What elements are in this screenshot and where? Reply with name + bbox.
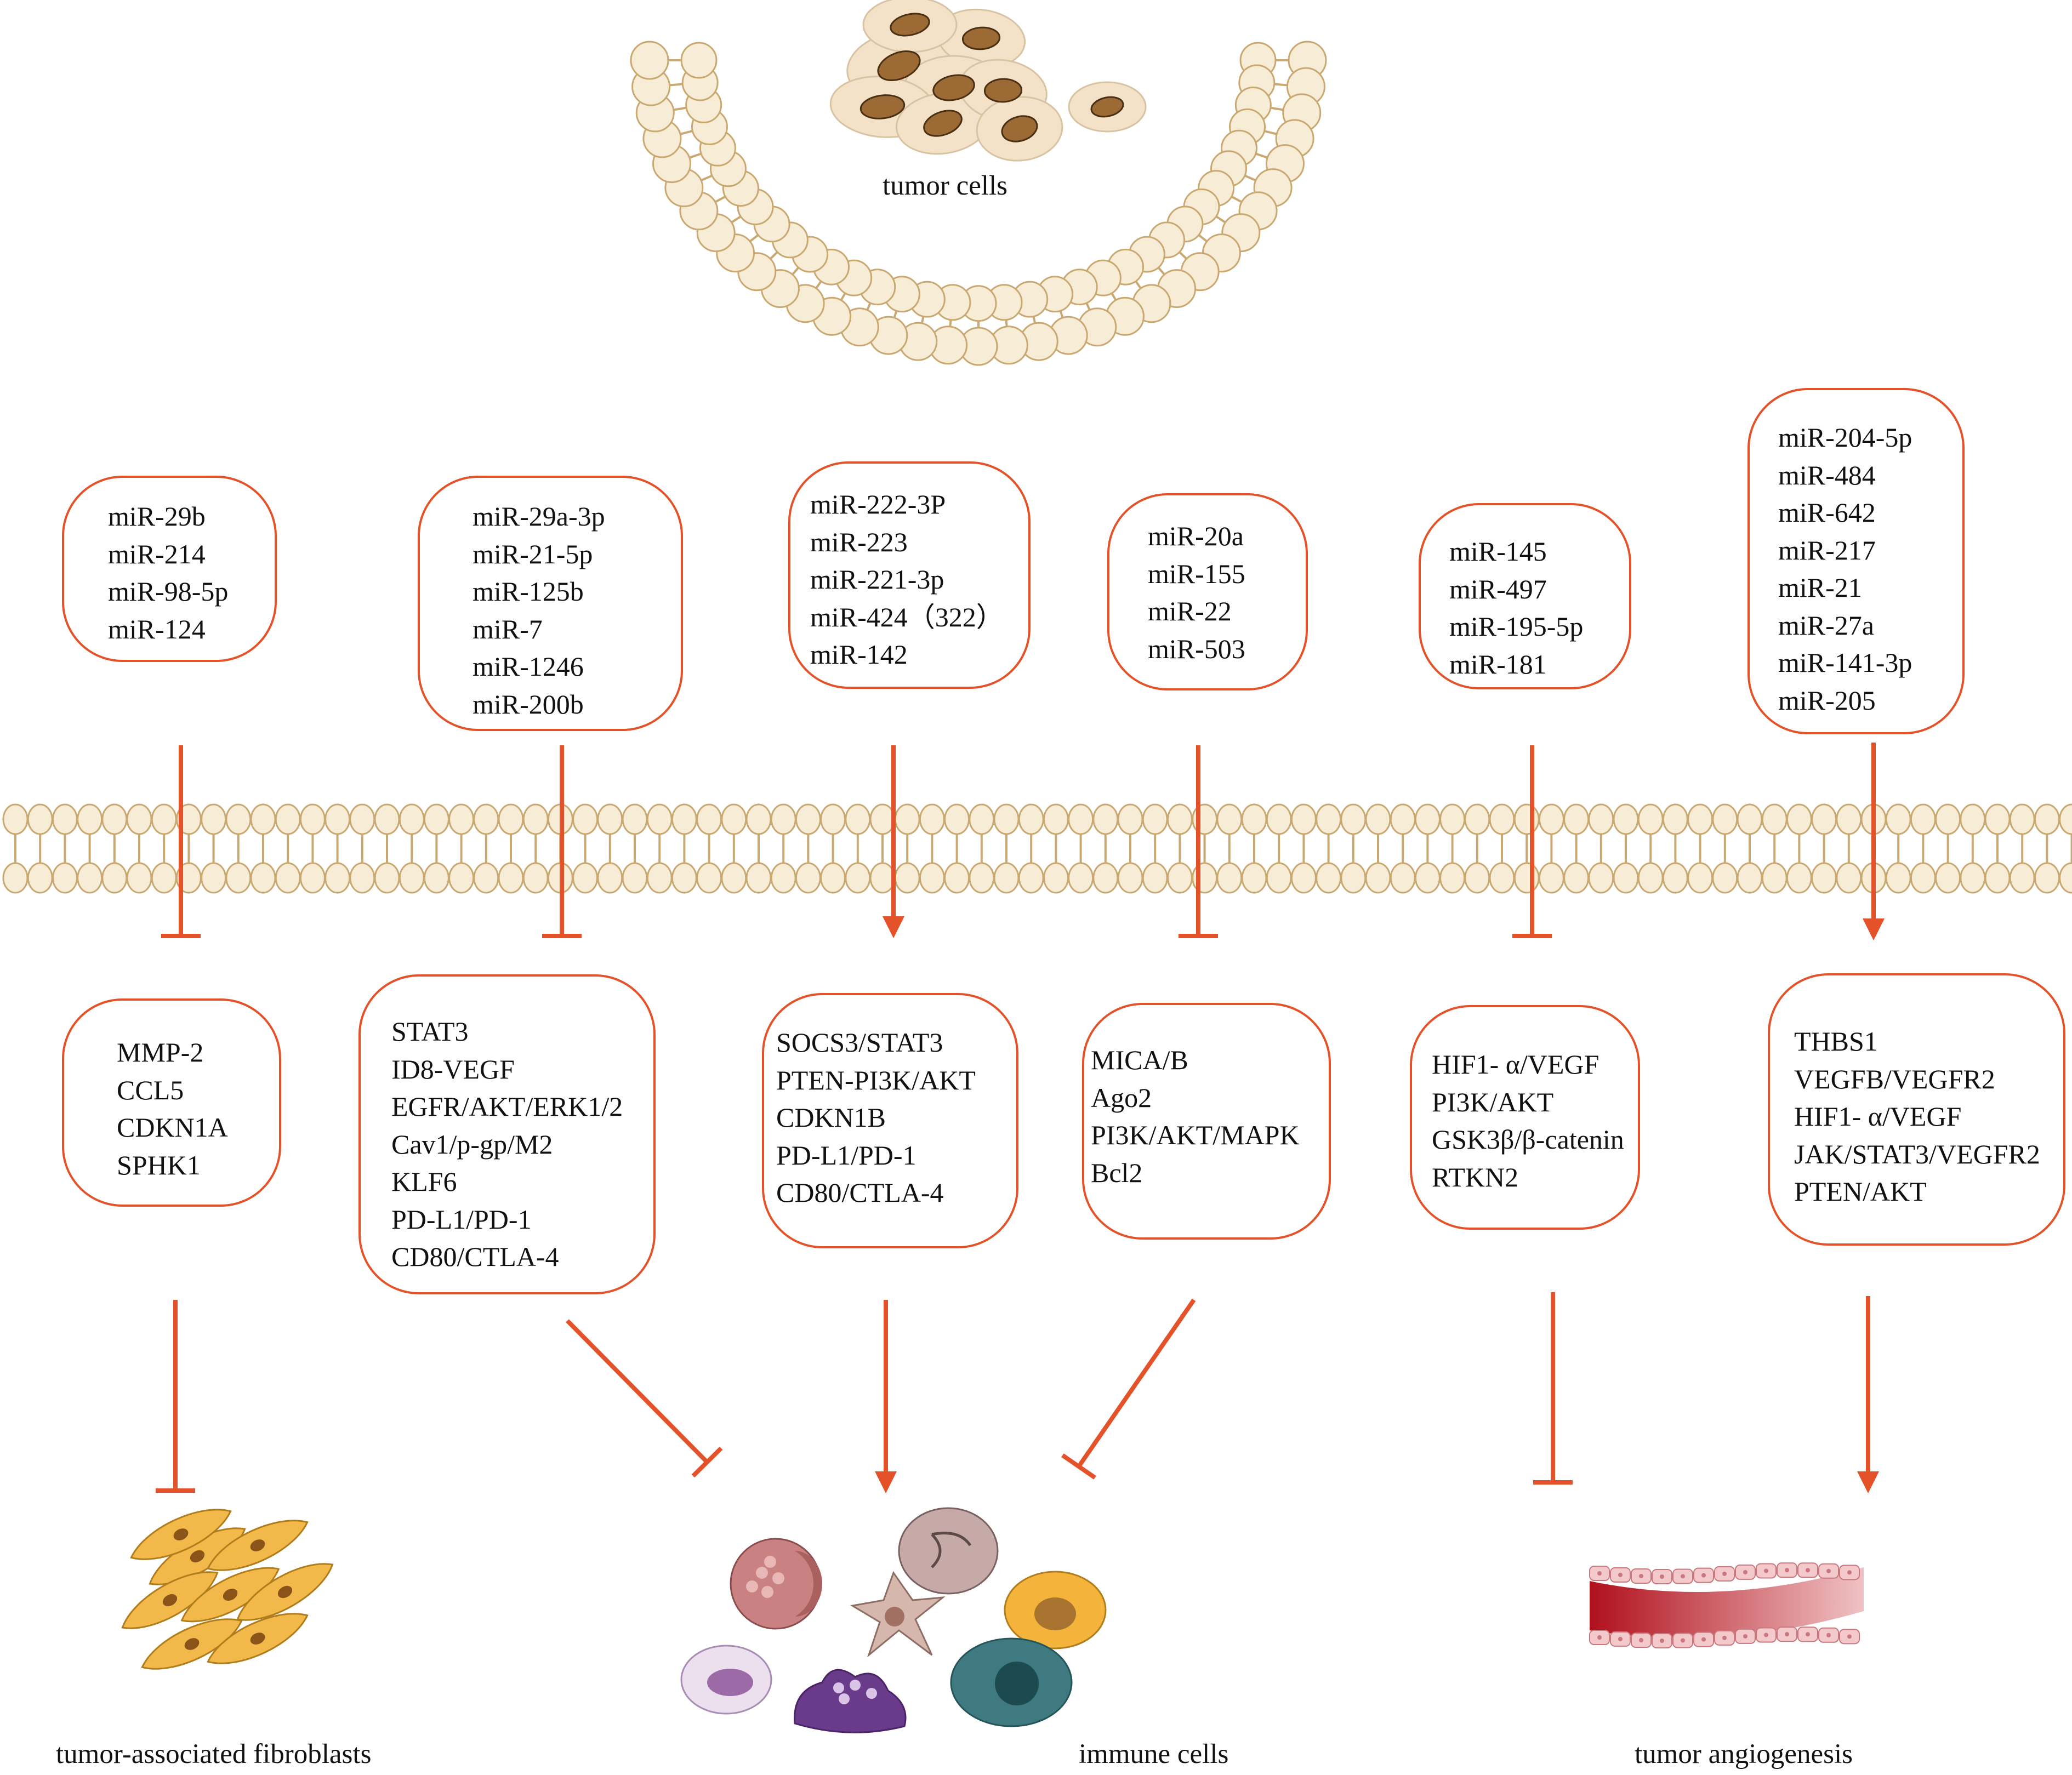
list-item: miR-497 xyxy=(1449,573,1547,604)
regulation-arrows xyxy=(156,743,1885,1493)
list-item: miR-503 xyxy=(1148,633,1245,664)
target-list: STAT3 ID8-VEGF EGFR/AKT/ERK1/2 Cav1/p-gp… xyxy=(391,1013,653,1276)
list-item: HIF1- α/VEGF xyxy=(1794,1101,1962,1132)
list-item: miR-142 xyxy=(810,639,908,670)
list-item: miR-98-5p xyxy=(108,576,229,607)
list-item: miR-222-3P xyxy=(810,489,946,520)
list-item: CD80/CTLA-4 xyxy=(391,1241,559,1272)
list-item: miR-29b xyxy=(108,501,206,532)
target-box-immune-3: MICA/B Ago2 PI3K/AKT/MAPK Bcl2 xyxy=(1082,1003,1331,1240)
list-item: PI3K/AKT/MAPK xyxy=(1091,1120,1300,1150)
list-item: miR-141-3p xyxy=(1778,647,1912,678)
target-list: SOCS3/STAT3 PTEN-PI3K/AKT CDKN1B PD-L1/P… xyxy=(776,1024,1016,1212)
list-item: MMP-2 xyxy=(117,1037,204,1068)
list-item: Cav1/p-gp/M2 xyxy=(391,1128,553,1160)
list-item: PTEN-PI3K/AKT xyxy=(776,1064,976,1095)
list-item: miR-424（322） xyxy=(810,601,1004,632)
immune-cells-label: immune cells xyxy=(1079,1739,1229,1770)
target-list: HIF1- α/VEGF PI3K/AKT GSK3β/β-catenin RT… xyxy=(1432,1046,1638,1196)
blood-vessel-icon xyxy=(1589,1562,1864,1648)
list-item: CCL5 xyxy=(117,1074,184,1105)
list-item: miR-125b xyxy=(473,576,584,607)
target-box-immune-2: SOCS3/STAT3 PTEN-PI3K/AKT CDKN1B PD-L1/P… xyxy=(762,993,1018,1248)
target-list: MMP-2 CCL5 CDKN1A SPHK1 xyxy=(117,1034,279,1184)
list-item: miR-1246 xyxy=(473,651,584,682)
list-item: miR-642 xyxy=(1778,497,1876,528)
mirna-list: miR-29a-3p miR-21-5p miR-125b miR-7 miR-… xyxy=(473,498,681,723)
list-item: PD-L1/PD-1 xyxy=(391,1203,532,1235)
target-list: MICA/B Ago2 PI3K/AKT/MAPK Bcl2 xyxy=(1091,1041,1329,1191)
list-item: CD80/CTLA-4 xyxy=(776,1177,944,1208)
list-item: PD-L1/PD-1 xyxy=(776,1139,917,1171)
list-item: miR-195-5p xyxy=(1449,611,1584,642)
list-item: miR-145 xyxy=(1449,536,1547,567)
list-item: miR-223 xyxy=(810,526,908,557)
tumor-cell-cluster xyxy=(829,0,1147,162)
lipid-bilayer-membrane xyxy=(2,803,2072,894)
list-item: RTKN2 xyxy=(1432,1161,1519,1192)
tumor-vesicle-membrane xyxy=(630,41,1327,366)
mirna-box-fibroblast: miR-29b miR-214 miR-98-5p miR-124 xyxy=(62,476,277,662)
list-item: miR-21 xyxy=(1778,572,1862,603)
list-item: miR-7 xyxy=(473,613,543,644)
list-item: miR-29a-3p xyxy=(473,501,605,532)
list-item: miR-221-3p xyxy=(810,564,944,595)
list-item: miR-205 xyxy=(1778,684,1876,716)
list-item: PTEN/AKT xyxy=(1794,1176,1927,1207)
list-item: miR-20a xyxy=(1148,521,1244,551)
list-item: KLF6 xyxy=(391,1166,457,1197)
list-item: miR-181 xyxy=(1449,648,1547,680)
list-item: SPHK1 xyxy=(117,1149,201,1180)
list-item: miR-217 xyxy=(1778,534,1876,566)
mirna-box-immune-2: miR-222-3P miR-223 miR-221-3p miR-424（32… xyxy=(788,461,1031,689)
list-item: miR-214 xyxy=(108,538,206,569)
target-box-fibroblast: MMP-2 CCL5 CDKN1A SPHK1 xyxy=(62,998,281,1207)
mirna-box-immune-1: miR-29a-3p miR-21-5p miR-125b miR-7 miR-… xyxy=(418,476,683,731)
list-item: miR-484 xyxy=(1778,459,1876,490)
list-item: miR-124 xyxy=(108,613,206,644)
mirna-list: miR-222-3P miR-223 miR-221-3p miR-424（32… xyxy=(810,486,1028,674)
target-list: THBS1 VEGFB/VEGFR2 HIF1- α/VEGF JAK/STAT… xyxy=(1794,1023,2063,1211)
mirna-box-angiogenesis-1: miR-145 miR-497 miR-195-5p miR-181 xyxy=(1419,503,1631,689)
angiogenesis-label: tumor angiogenesis xyxy=(1635,1739,1853,1770)
mirna-box-angiogenesis-2: miR-204-5p miR-484 miR-642 miR-217 miR-2… xyxy=(1747,388,1965,734)
target-box-angiogenesis-2: THBS1 VEGFB/VEGFR2 HIF1- α/VEGF JAK/STAT… xyxy=(1768,973,2065,1246)
list-item: PI3K/AKT xyxy=(1432,1086,1554,1117)
immune-cells-icon xyxy=(680,1507,1107,1733)
list-item: Bcl2 xyxy=(1091,1157,1143,1188)
list-item: miR-27a xyxy=(1778,609,1874,641)
list-item: HIF1- α/VEGF xyxy=(1432,1049,1599,1080)
list-item: MICA/B xyxy=(1091,1045,1188,1075)
mirna-list: miR-204-5p miR-484 miR-642 miR-217 miR-2… xyxy=(1778,419,1962,719)
mirna-list: miR-20a miR-155 miR-22 miR-503 xyxy=(1148,517,1306,667)
target-box-angiogenesis-1: HIF1- α/VEGF PI3K/AKT GSK3β/β-catenin RT… xyxy=(1410,1005,1640,1230)
list-item: CDKN1A xyxy=(117,1112,228,1143)
list-item: ID8-VEGF xyxy=(391,1053,515,1085)
list-item: THBS1 xyxy=(1794,1026,1878,1057)
list-item: EGFR/AKT/ERK1/2 xyxy=(391,1091,623,1122)
list-item: STAT3 xyxy=(391,1016,469,1047)
target-box-immune-1: STAT3 ID8-VEGF EGFR/AKT/ERK1/2 Cav1/p-gp… xyxy=(358,974,656,1294)
mirna-list: miR-145 miR-497 miR-195-5p miR-181 xyxy=(1449,533,1629,683)
list-item: VEGFB/VEGFR2 xyxy=(1794,1063,1995,1094)
list-item: miR-204-5p xyxy=(1778,422,1912,453)
list-item: miR-200b xyxy=(473,688,584,720)
list-item: GSK3β/β-catenin xyxy=(1432,1124,1624,1155)
mirna-list: miR-29b miR-214 miR-98-5p miR-124 xyxy=(108,498,275,648)
list-item: JAK/STAT3/VEGFR2 xyxy=(1794,1138,2040,1169)
list-item: SOCS3/STAT3 xyxy=(776,1027,943,1058)
fibroblasts-label: tumor-associated fibroblasts xyxy=(56,1739,372,1770)
list-item: CDKN1B xyxy=(776,1102,886,1133)
fibroblast-cells-icon xyxy=(121,1509,334,1670)
mirna-box-immune-3: miR-20a miR-155 miR-22 miR-503 xyxy=(1107,493,1308,690)
list-item: Ago2 xyxy=(1091,1082,1152,1113)
list-item: miR-155 xyxy=(1148,558,1245,589)
tumor-cells-label: tumor cells xyxy=(883,170,1008,201)
list-item: miR-22 xyxy=(1148,596,1232,626)
list-item: miR-21-5p xyxy=(473,538,593,569)
